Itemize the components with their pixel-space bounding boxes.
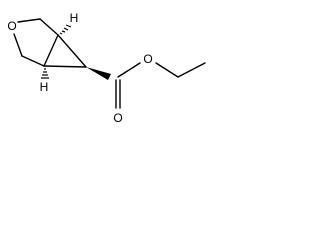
bond-c4-c5 <box>21 55 45 67</box>
chemical-structure: O H H O O <box>7 11 206 125</box>
bond-ch2-ch3 <box>177 62 206 78</box>
wedge-bond-c6-carbonyl <box>86 67 111 80</box>
hash-bond-top <box>59 24 72 35</box>
carbonyl-oxygen-label: O <box>113 111 122 125</box>
bond-c2-o <box>17 18 41 23</box>
ring-oxygen-label: O <box>7 19 16 33</box>
bond-c5-c6 <box>43 65 87 68</box>
hash-bond-bottom <box>41 68 49 79</box>
bond-o-c4 <box>13 33 23 57</box>
stereo-h-top-label: H <box>70 11 79 25</box>
ester-oxygen-label: O <box>143 52 152 66</box>
stereo-h-bottom-label: H <box>40 80 49 94</box>
bond-c1-c6 <box>57 34 87 68</box>
bond-c1-c2 <box>39 18 59 36</box>
bond-carbonyl-c-ester-o <box>117 62 141 78</box>
bond-ester-o-ch2 <box>155 62 179 78</box>
bond-c1-c5 <box>43 34 59 67</box>
